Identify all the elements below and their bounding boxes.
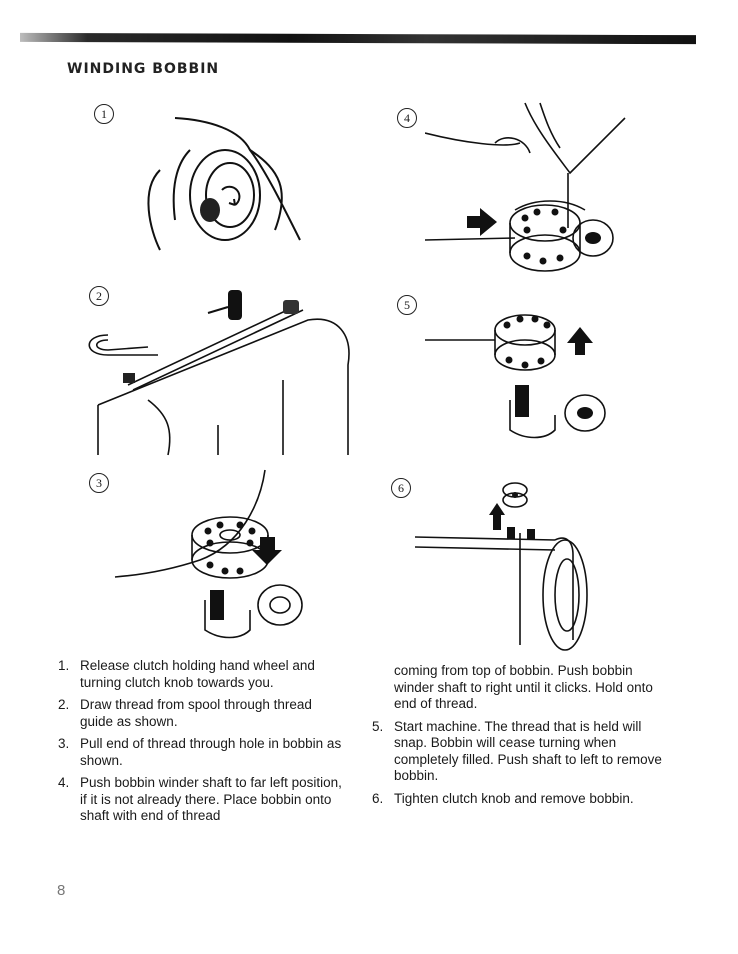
instructions-right-column: coming from top of bobbin. Push bobbin w… [372, 663, 662, 813]
step-number: 4. [58, 775, 70, 790]
figure-3-label: 3 [89, 473, 109, 493]
step-number: 2. [58, 697, 70, 712]
instructions-left-column: 1. Release clutch holding hand wheel and … [58, 658, 348, 831]
step-text: Pull end of thread through hole in bobbi… [80, 736, 342, 768]
step-item: 4. Push bobbin winder shaft to far left p… [58, 775, 348, 825]
step-text: Draw thread from spool through thread gu… [80, 697, 312, 729]
step-item: 6. Tighten clutch knob and remove bobbin. [372, 791, 662, 808]
step-number: 6. [372, 790, 384, 806]
figure-3-illustration [110, 465, 310, 640]
page-title: WINDING BOBBIN [67, 61, 220, 77]
figure-5-illustration [425, 305, 625, 445]
step-number: 3. [58, 736, 70, 751]
page-number: 8 [57, 882, 66, 899]
figure-2-label: 2 [89, 286, 109, 306]
step-number: 5. [372, 718, 384, 734]
step-text: Tighten clutch knob and remove bobbin. [394, 790, 634, 806]
step-text: Start machine. The thread that is held w… [394, 718, 662, 784]
figure-4-illustration [425, 98, 635, 278]
figure-2-illustration [78, 285, 358, 460]
header-rule [20, 32, 696, 45]
figure-6-illustration [415, 475, 595, 655]
figure-4-label: 4 [397, 108, 417, 128]
step-item: 3. Pull end of thread through hole in bob… [58, 736, 348, 769]
figure-1-illustration [130, 110, 330, 260]
figure-6-label: 6 [391, 478, 411, 498]
step-item: 2. Draw thread from spool through thread … [58, 697, 348, 730]
figure-5-label: 5 [397, 295, 417, 315]
step-text: Release clutch holding hand wheel and tu… [80, 658, 315, 690]
step-number: 1. [58, 658, 70, 673]
step-continuation: coming from top of bobbin. Push bobbin w… [394, 663, 653, 711]
step-text: Push bobbin winder shaft to far left pos… [80, 775, 342, 823]
step-item: 1. Release clutch holding hand wheel and … [58, 658, 348, 691]
figure-1-label: 1 [94, 104, 114, 124]
step-item: 5. Start machine. The thread that is held… [372, 719, 662, 785]
